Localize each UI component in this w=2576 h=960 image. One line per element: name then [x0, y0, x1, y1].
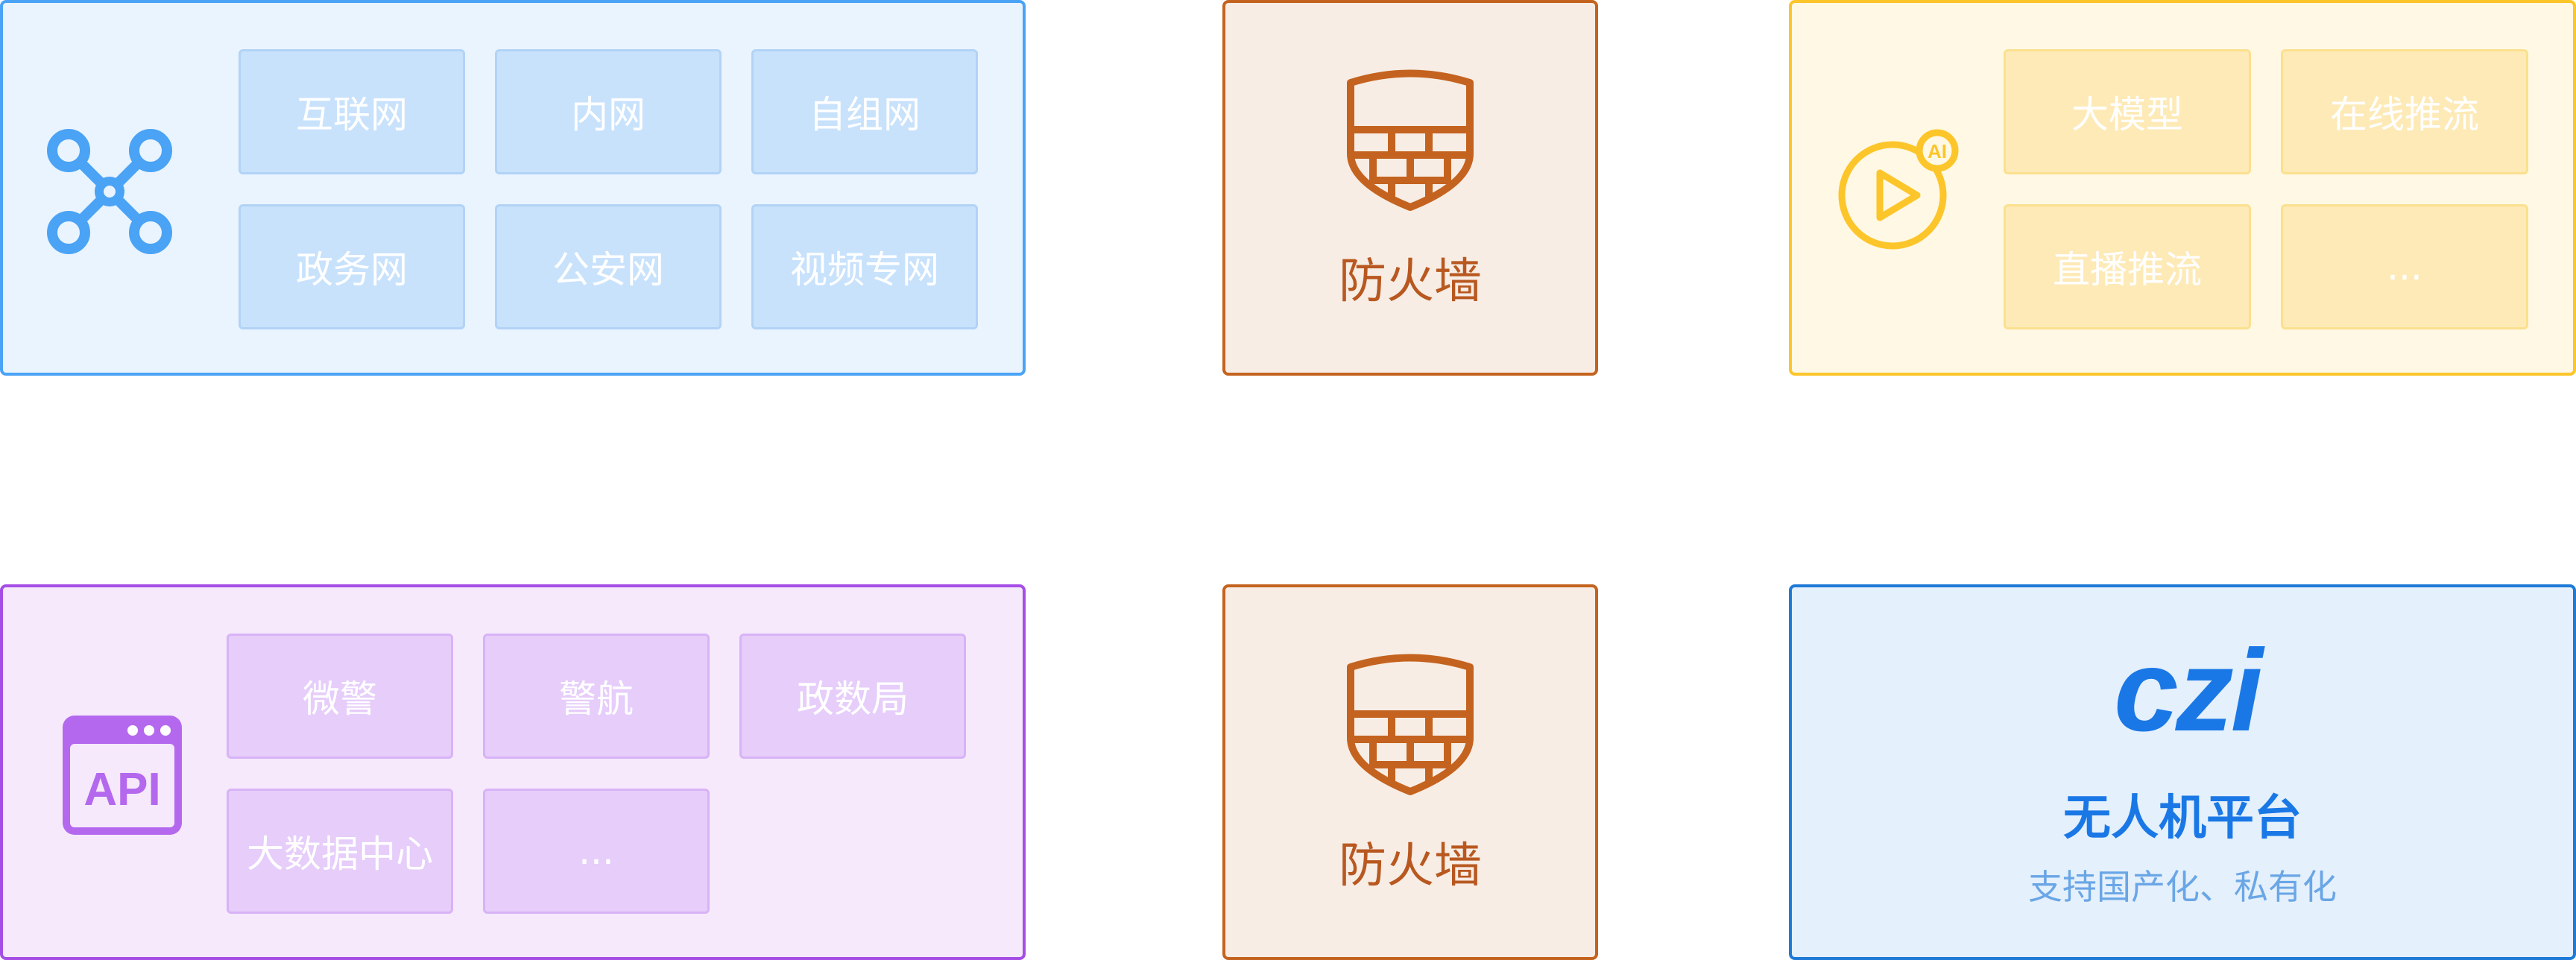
services-panel: AI 大模型 在线推流 直播推流 ...	[1789, 0, 2576, 376]
firewall-shield-icon	[1347, 69, 1474, 211]
platform-title: 无人机平台	[2063, 791, 2302, 846]
network-item-internet: 互联网	[239, 49, 465, 174]
service-item-online-stream: 在线推流	[2281, 49, 2528, 174]
api-item-jinghang: 警航	[483, 634, 710, 759]
firewall-label: 防火墙	[1339, 839, 1482, 894]
network-item-government: 政务网	[239, 204, 465, 329]
network-item-intranet: 内网	[495, 49, 722, 174]
ai-badge-text: AI	[1928, 140, 1947, 162]
drone-icon	[47, 129, 172, 254]
service-item-more: ...	[2281, 204, 2528, 329]
firewall-label: 防火墙	[1339, 254, 1482, 309]
ai-video-play-icon: AI	[1838, 129, 1959, 250]
service-item-large-model: 大模型	[2004, 49, 2251, 174]
api-item-more: ...	[483, 789, 710, 914]
network-panel: 互联网 内网 自组网 政务网 公安网 视频专网	[0, 0, 1026, 376]
czi-logo: czi	[2114, 626, 2269, 756]
api-item-weijing: 微警	[227, 634, 453, 759]
service-item-live-stream: 直播推流	[2004, 204, 2251, 329]
firewall-top-panel: 防火墙	[1222, 0, 1598, 376]
platform-panel: czi 无人机平台 支持国产化、私有化	[1789, 584, 2576, 960]
firewall-bottom-panel: 防火墙	[1222, 584, 1598, 960]
api-window-icon: API	[63, 716, 182, 835]
api-item-big-data-center: 大数据中心	[227, 789, 453, 914]
network-item-ad-hoc: 自组网	[751, 49, 978, 174]
network-item-police: 公安网	[495, 204, 722, 329]
api-panel: API 微警 警航 政数局 大数据中心 ...	[0, 584, 1026, 960]
network-item-video: 视频专网	[751, 204, 978, 329]
czi-logo-text: czi	[2114, 626, 2266, 756]
api-icon-text: API	[83, 764, 160, 815]
platform-subtitle: 支持国产化、私有化	[2028, 867, 2337, 907]
api-item-data-bureau: 政数局	[739, 634, 966, 759]
firewall-shield-icon	[1347, 654, 1474, 795]
